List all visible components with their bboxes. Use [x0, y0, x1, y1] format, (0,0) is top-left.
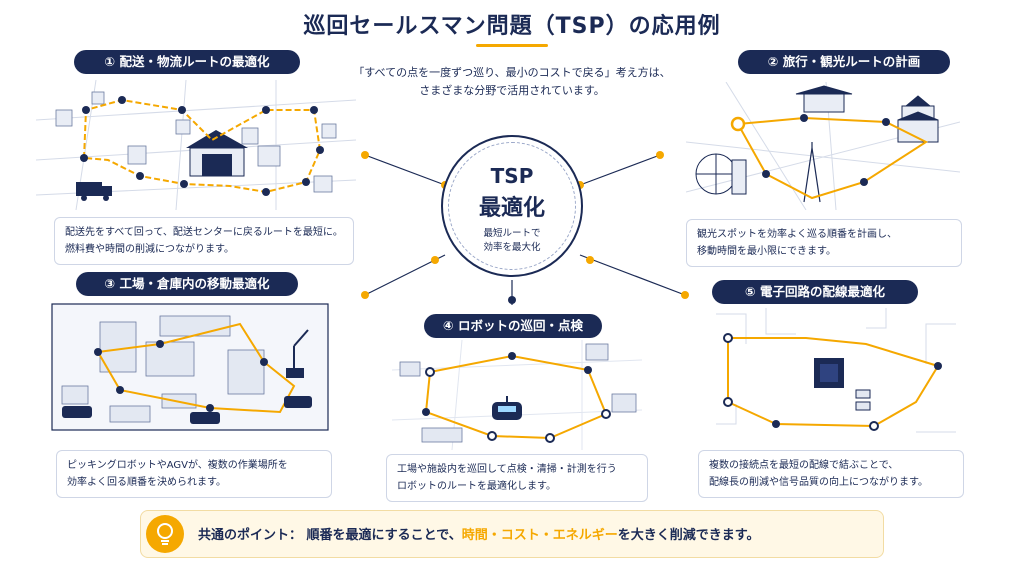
robot-arm-icon [293, 329, 309, 368]
common-point-bar [140, 510, 884, 558]
connector-1 [364, 154, 446, 186]
warehouse-icon [186, 130, 248, 177]
tower-icon [803, 142, 821, 203]
center-heading: 最適化 [478, 196, 545, 221]
common-point-body-2: を大きく削減できます。 [617, 528, 760, 543]
section-1-desc-line-1: 配送先をすべて回って、配送センターに戻るルートを最短に。 [65, 227, 343, 238]
location-dot [94, 340, 268, 412]
subtitle: 「すべての点を一度ずつ巡り、最小のコストで戻る」考え方は、 さまざまな分野で活用… [300, 64, 724, 100]
connector-dot [361, 291, 369, 299]
factory-route [96, 322, 296, 414]
section-4-desc-line-2: ロボットのルートを最適化します。 [397, 481, 556, 492]
section-5-label: ⑤ 電子回路の配線最適化 [712, 280, 918, 304]
section-5-desc-line-1: 複数の接続点を最短の配線で結ぶことで、 [709, 460, 899, 471]
castle-icon [897, 95, 939, 143]
title-underline [476, 44, 548, 47]
circuit-route [727, 337, 940, 428]
center-caption: 最短ルートで 効率を最大化 [441, 227, 583, 255]
section-2-desc-line-2: 移動時間を最小限にできます。 [697, 246, 836, 257]
building-icon [731, 159, 747, 195]
connector-dot [681, 291, 689, 299]
tourism-route [736, 116, 929, 200]
section-3-desc-line-1: ピッキングロボットやAGVが、複数の作業場所を [67, 460, 288, 471]
patrol-robot-icon [492, 396, 522, 420]
section-3-label: ③ 工場・倉庫内の移動最適化 [76, 272, 298, 296]
section-2-desc-line-1: 観光スポットを効率よく巡る順番を計画し、 [697, 229, 897, 240]
section-4-desc-line-1: 工場や施設内を巡回して点検・清掃・計測を行う [397, 464, 617, 475]
subtitle-line-2: さまざまな分野で活用されています。 [419, 84, 605, 97]
section-2-label: ② 旅行・観光ルートの計画 [738, 50, 950, 74]
tourism-illustration [686, 82, 960, 210]
location-dot [762, 114, 890, 186]
section-5-desc-line-2: 配線長の削減や信号品質の向上につながります。 [709, 477, 928, 488]
common-point-lead: 共通のポイント： [198, 528, 303, 543]
center-caption-line-1: 最短ルートで [483, 228, 541, 239]
patrol-illustration [392, 340, 642, 450]
section-4-label: ④ ロボットの巡回・点検 [424, 314, 602, 338]
delivery-illustration [36, 80, 356, 210]
connector-2 [579, 154, 661, 186]
circuit-illustration [716, 308, 956, 433]
chip-icon [814, 358, 844, 388]
connector-dot [586, 256, 594, 264]
section-2-description: 観光スポットを効率よく巡る順番を計画し、 移動時間を最小限にできます。 [686, 219, 962, 267]
section-1-label: ① 配送・物流ルートの最適化 [74, 50, 300, 74]
component-icon [855, 389, 871, 411]
section-3-description: ピッキングロボットやAGVが、複数の作業場所を 効率よく回る順番を決められます。 [56, 450, 332, 498]
connector-dot [431, 256, 439, 264]
page-title: 巡回セールスマン問題（TSP）の応用例 [303, 14, 721, 39]
common-point-highlight: 時間・コスト・エネルギー [461, 528, 618, 543]
patrol-route [424, 354, 608, 440]
lightbulb-icon [146, 515, 184, 553]
center-caption-line-2: 効率を最大化 [483, 242, 541, 253]
section-4-description: 工場や施設内を巡回して点検・清掃・計測を行う ロボットのルートを最適化します。 [386, 454, 648, 502]
section-1-desc-line-2: 燃料費や時間の削減につながります。 [65, 244, 234, 255]
truck-icon [76, 182, 112, 201]
section-5-description: 複数の接続点を最短の配線で結ぶことで、 配線長の削減や信号品質の向上につながりま… [698, 450, 964, 498]
location-ring [723, 333, 879, 431]
subtitle-line-1: 「すべての点を一度ずつ巡り、最小のコストで戻る」考え方は、 [353, 66, 671, 79]
start-point [730, 116, 746, 132]
factory-illustration [51, 303, 329, 431]
ferris-wheel-icon [695, 153, 737, 195]
equipment-icon [399, 343, 637, 443]
connector-dot [361, 151, 369, 159]
section-1-description: 配送先をすべて回って、配送センターに戻るルートを最短に。 燃料費や時間の削減につ… [54, 217, 354, 265]
machine-icon [286, 368, 304, 378]
agv-robot-icon [62, 396, 312, 424]
center-title: TSP [490, 164, 534, 188]
section-3-desc-line-2: 効率よく回る順番を決められます。 [67, 477, 226, 488]
temple-icon [795, 85, 853, 113]
center-ring [448, 142, 576, 270]
location-pin-icon [80, 96, 324, 196]
location-dot [422, 352, 592, 416]
common-point-text: 共通のポイント： 順番を最適にすることで、時間・コスト・エネルギーを大きく削減で… [198, 524, 878, 543]
common-point-body-1: 順番を最適にすることで、 [306, 528, 462, 543]
connector-dot [508, 296, 516, 304]
building-icon [55, 91, 337, 193]
location-dot [772, 362, 942, 428]
connector-5 [579, 254, 686, 296]
lightbulb-glyph [157, 523, 173, 545]
location-ring [425, 367, 611, 443]
connector-dot [656, 151, 664, 159]
